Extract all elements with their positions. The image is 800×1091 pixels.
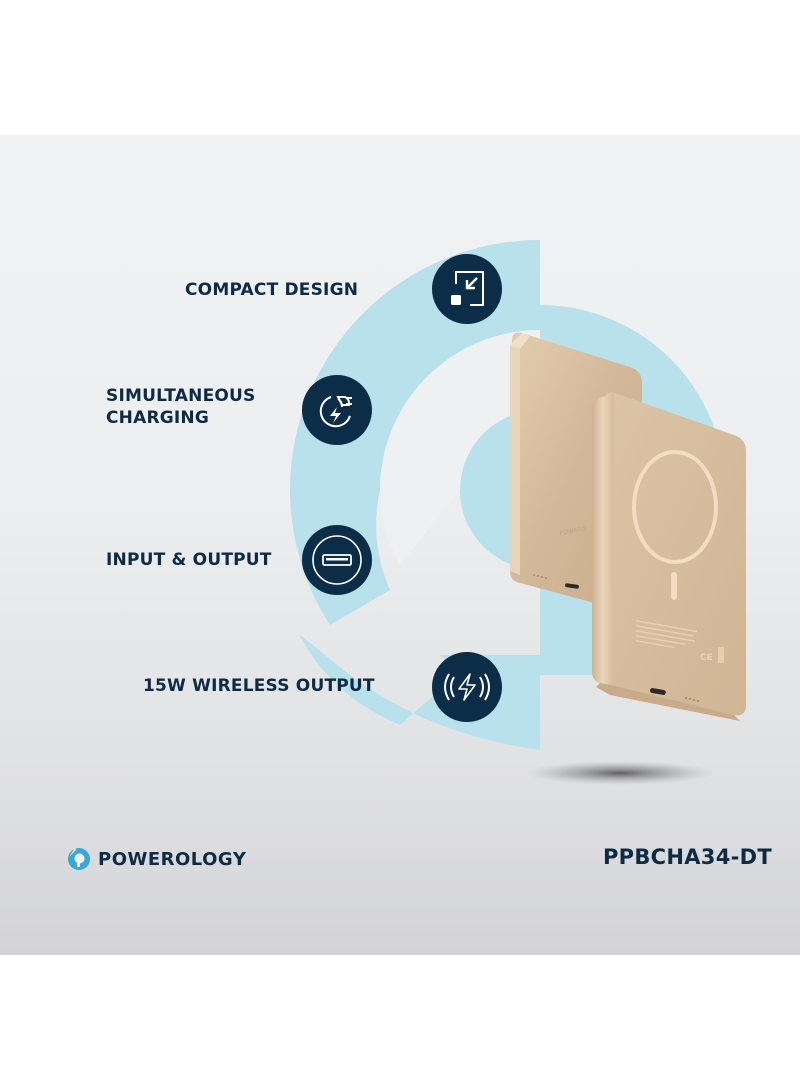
ce-mark: CE [700, 653, 713, 663]
magsafe-alignment-mark [671, 572, 677, 600]
usb-port-icon [302, 525, 372, 595]
plug-charging-icon [302, 375, 372, 445]
usb-c-port [649, 688, 666, 695]
magsafe-ring [632, 450, 718, 564]
feature-label-line: CHARGING [106, 408, 210, 428]
wireless-bolt-icon [432, 652, 502, 722]
powerology-logo-icon [68, 848, 90, 870]
feature-label-input-output: INPUT & OUTPUT [106, 550, 272, 570]
product-banner: POWERO CE COMPACT DES [0, 135, 800, 955]
logo-inner-cut [380, 330, 540, 565]
brand-logo: POWEROLOGY [66, 845, 246, 873]
device-shadow [525, 761, 715, 785]
feature-label-simultaneous-charging: SIMULTANEOUS CHARGING [106, 385, 255, 429]
compact-resize-icon [432, 254, 502, 324]
product-model-number: PPBCHA34-DT [602, 845, 772, 869]
device-brand-text: POWERO [559, 525, 587, 537]
power-bank-front: CE [592, 392, 746, 721]
feature-label-line: SIMULTANEOUS [106, 386, 256, 406]
banner-artwork: POWERO CE [290, 240, 746, 785]
feature-label-compact-design: COMPACT DESIGN [185, 280, 359, 300]
brand-name: POWEROLOGY [98, 848, 247, 870]
feature-label-wireless-output: 15W WIRELESS OUTPUT [143, 676, 375, 696]
